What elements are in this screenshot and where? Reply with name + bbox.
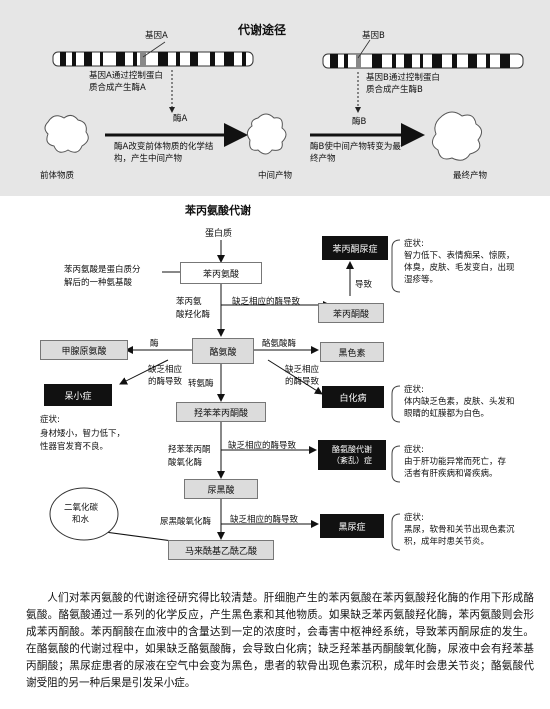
lead-label: 导致 <box>355 280 373 290</box>
alk-symptom-1: 黑尿，软骨和关节出现色素沉 <box>404 525 515 535</box>
dwarf-symptom-head: 症状: <box>40 415 60 425</box>
alk-symptom-2: 积，成年时患关节炎。 <box>404 537 490 547</box>
tyrosinosis-line-2: （紊乱）症 <box>332 456 372 465</box>
chromosome-b <box>322 39 524 69</box>
final-label: 最终产物 <box>453 171 488 181</box>
albinism-symptom-2: 眼睛的虹膜都为白色。 <box>404 409 490 419</box>
alkaptonuria-box: 黑尿症 <box>320 514 384 538</box>
lack-enzyme-2a: 缺乏相应 <box>148 365 183 375</box>
dwarfism-box: 呆小症 <box>44 384 112 406</box>
enzyme-a-action-1: 酶A改变前体物质的化学结 <box>114 142 214 152</box>
gene-b-note-1: 基因B通过控制蛋白 <box>366 73 440 83</box>
panel-title: 代谢途径 <box>238 23 287 37</box>
dwarf-symptom-1: 身材矮小，智力低下， <box>40 429 126 439</box>
tyro-symptom-1: 由于肝功能异常而死亡，存 <box>404 457 507 467</box>
intermediate-label: 中间产物 <box>258 171 293 181</box>
phe-note-2: 解后的一种氨基酸 <box>64 278 133 288</box>
albinism-symptom-head: 症状: <box>404 385 424 395</box>
hpp-enzyme-2: 酸氧化酶 <box>168 458 203 468</box>
gene-a-note-1: 基因A通过控制蛋白 <box>89 71 163 81</box>
phe-note-1: 苯丙氨酸是蛋白质分 <box>64 265 141 275</box>
enzyme-b-action-2: 终产物 <box>310 154 336 164</box>
gene-b-label: 基因B <box>362 31 385 41</box>
albinism-box: 白化病 <box>322 386 384 408</box>
gene-b-note-2: 质合成产生酶B <box>366 85 423 95</box>
thyroxine-box: 甲腺原氨酸 <box>40 340 128 360</box>
melanin-box: 黑色素 <box>320 342 384 362</box>
flow-title: 苯丙氨酸代谢 <box>185 204 251 217</box>
pku-symptom-1: 智力低下、表情痴呆、惊厥， <box>404 251 515 261</box>
co2-label-1: 二氧化碳 <box>64 503 99 513</box>
intermediate-blob <box>246 113 287 155</box>
final-blob <box>432 111 482 161</box>
pku-symptom-2: 体臭，皮肤、毛发变白，出现 <box>404 263 515 273</box>
lack-enzyme-2b: 的酶导致 <box>148 377 183 387</box>
enzyme-a-label: 酶A <box>173 114 188 124</box>
albinism-symptom-1: 体内缺乏色素，皮肤、头发和 <box>404 397 515 407</box>
phh-enzyme-2: 酸羟化酶 <box>176 310 211 320</box>
tyrosinosis-box: 酪氨酸代谢 （紊乱）症 <box>318 440 386 470</box>
precursor-blob <box>44 114 89 153</box>
hga-enzyme-label: 尿黑酸氧化酶 <box>160 517 212 527</box>
enzyme-b-action-1: 酶B使中间产物转变为最 <box>310 142 401 152</box>
co2-circle <box>49 487 119 541</box>
enzyme-b-label: 酶B <box>352 117 367 127</box>
pku-box: 苯丙酮尿症 <box>322 236 388 260</box>
hpp-enzyme-1: 羟苯苯丙酮 <box>168 445 211 455</box>
tyro-symptom-head: 症状: <box>404 445 424 455</box>
lack-enzyme-1: 缺乏相应的酶导致 <box>232 297 301 307</box>
lack-enzyme-3a: 缺乏相应 <box>285 365 320 375</box>
phenylpyruvate-box: 苯丙酮酸 <box>318 303 384 323</box>
description-paragraph: 人们对苯丙氨酸的代谢途径研究得比较清楚。肝细胞产生的苯丙氨酸在苯丙氨酸羟化酶的作… <box>26 592 534 689</box>
phh-enzyme-1: 苯丙氨 <box>176 297 202 307</box>
lack-enzyme-5: 缺乏相应的酶导致 <box>230 515 299 525</box>
tyro-symptom-2: 活者有肝疾病和肾疾病。 <box>404 469 498 479</box>
tyrosinase-label: 酪氨酸酶 <box>262 339 297 349</box>
lack-enzyme-4: 缺乏相应的酶导致 <box>228 441 297 451</box>
pku-symptom-head: 症状: <box>404 239 424 249</box>
enzyme-label: 酶 <box>150 339 159 349</box>
gene-a-note-2: 质合成产生酶A <box>89 83 146 93</box>
chromosome-a <box>52 41 254 67</box>
dwarf-symptom-2: 性器官发育不良。 <box>40 442 109 452</box>
pku-symptom-3: 湿疹等。 <box>404 275 439 285</box>
homogentisic-acid-box: 尿黑酸 <box>184 479 258 499</box>
lack-enzyme-3b: 的酶导致 <box>285 377 320 387</box>
metabolic-pathway-panel <box>0 0 550 196</box>
maleylacetoacetate-box: 马来酰基乙酰乙酸 <box>168 540 274 560</box>
enzyme-a-action-2: 构，产生中间产物 <box>114 154 183 164</box>
protein-label: 蛋白质 <box>205 229 233 239</box>
transaminase-label: 转氨酶 <box>188 379 214 389</box>
co2-label-2: 和水 <box>72 515 90 525</box>
alk-symptom-head: 症状: <box>404 513 424 523</box>
precursor-label: 前体物质 <box>40 171 75 181</box>
gene-a-label: 基因A <box>145 31 168 41</box>
tyrosine-box: 酪氨酸 <box>192 338 254 364</box>
phenylalanine-box: 苯丙氨酸 <box>180 262 262 284</box>
hpp-box: 羟苯苯丙酮酸 <box>176 402 266 422</box>
tyrosinosis-line-1: 酪氨酸代谢 <box>332 445 372 454</box>
